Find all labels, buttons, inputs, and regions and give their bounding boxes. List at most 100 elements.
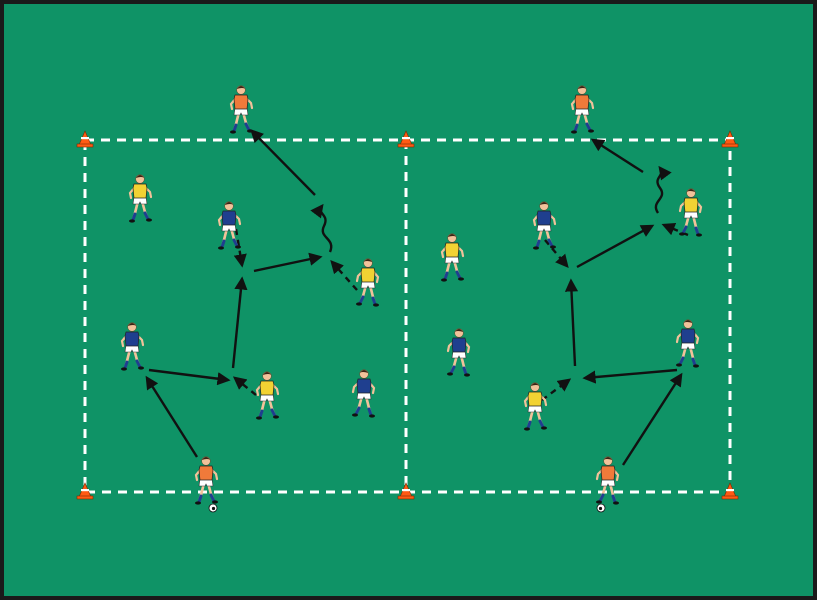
player-shirt	[444, 242, 460, 258]
cone-base	[397, 143, 415, 148]
player-boot	[273, 415, 279, 419]
player-sock	[455, 270, 462, 280]
dribble-arrow	[310, 203, 333, 253]
player-hair	[262, 372, 272, 375]
cone-stripe	[81, 489, 89, 492]
pass-arrow	[231, 276, 248, 369]
player-boot	[146, 218, 152, 222]
run-arrow	[232, 376, 257, 396]
player-boot	[533, 246, 539, 250]
player-boot	[195, 501, 201, 505]
pass-arrow	[621, 372, 683, 466]
player-shirt	[527, 391, 543, 407]
player-boot	[218, 246, 224, 250]
player-boot	[121, 367, 127, 371]
player-sock	[585, 122, 592, 132]
player-sock	[547, 238, 554, 248]
yellow-player-icon	[440, 233, 465, 282]
run-arrow	[541, 378, 572, 401]
player-boot	[230, 130, 236, 134]
soccer-ball-icon	[208, 503, 218, 513]
player-hair	[577, 86, 587, 89]
player-sock	[232, 123, 238, 133]
player-hair	[603, 457, 613, 460]
yellow-player-icon	[678, 188, 703, 237]
player-sock	[371, 296, 377, 306]
pass-arrow	[253, 252, 323, 273]
player-hair	[683, 320, 693, 323]
player-hair	[201, 457, 211, 460]
player-sock	[143, 211, 150, 221]
player-boot	[676, 363, 682, 367]
player-boot	[373, 303, 379, 307]
player-hair	[127, 323, 137, 326]
player-shirt	[680, 328, 696, 344]
orange-player-icon	[595, 456, 620, 513]
player-sock	[131, 212, 137, 222]
player-sock	[220, 239, 226, 249]
run-arrow	[544, 239, 569, 269]
player-sock	[526, 420, 532, 430]
player-boot	[352, 413, 358, 417]
player-boot	[369, 414, 375, 418]
blue-player-icon	[217, 201, 242, 250]
player-boot	[571, 130, 577, 134]
player-sock	[135, 359, 142, 369]
cones-layer	[76, 130, 739, 500]
player-boot	[541, 426, 547, 430]
player-sock	[232, 238, 239, 248]
blue-player-icon	[351, 369, 376, 418]
player-hair	[363, 259, 373, 262]
player-sock	[611, 494, 617, 504]
player-hair	[447, 234, 457, 237]
grass-area	[4, 4, 813, 596]
training-cone-icon	[76, 482, 94, 500]
player-shirt	[259, 380, 275, 396]
cone-stripe	[726, 489, 734, 492]
player-shirt	[132, 183, 148, 199]
pass-arrow	[145, 375, 199, 458]
blue-player-icon	[446, 328, 471, 377]
player-boot	[129, 219, 135, 223]
player-boot	[693, 364, 699, 368]
player-boot	[524, 427, 530, 431]
pass-arrow	[250, 129, 316, 196]
cone-stripe	[402, 137, 410, 140]
cone-base	[721, 495, 739, 500]
player-sock	[354, 406, 361, 416]
player-shirt	[451, 337, 467, 353]
pass-arrow	[564, 278, 579, 367]
ball-patch	[211, 506, 216, 511]
cone-stripe	[81, 137, 89, 140]
cone-base	[397, 495, 415, 500]
player-hair	[454, 329, 464, 332]
player-sock	[694, 226, 700, 236]
player-sock	[244, 122, 251, 132]
player-sock	[535, 239, 541, 249]
dribble-arrow	[654, 165, 672, 214]
player-boot	[464, 373, 470, 377]
player-sock	[197, 494, 203, 504]
player-boot	[696, 233, 702, 237]
training-cone-icon	[76, 130, 94, 148]
player-sock	[681, 225, 688, 235]
cone-base	[721, 143, 739, 148]
player-boot	[613, 501, 619, 505]
soccer-ball-icon	[596, 503, 606, 513]
yellow-player-icon	[523, 382, 548, 431]
orange-player-icon	[229, 85, 254, 134]
players-layer	[120, 85, 703, 513]
player-shirt	[198, 465, 214, 481]
player-sock	[258, 409, 264, 419]
player-shirt	[574, 94, 590, 110]
player-sock	[449, 365, 456, 375]
player-shirt	[683, 197, 699, 213]
yellow-player-icon	[255, 371, 280, 420]
player-boot	[447, 372, 453, 376]
player-hair	[359, 370, 369, 373]
pass-arrow	[576, 224, 655, 269]
blue-player-icon	[532, 201, 557, 250]
player-sock	[573, 123, 579, 133]
player-boot	[356, 302, 362, 306]
